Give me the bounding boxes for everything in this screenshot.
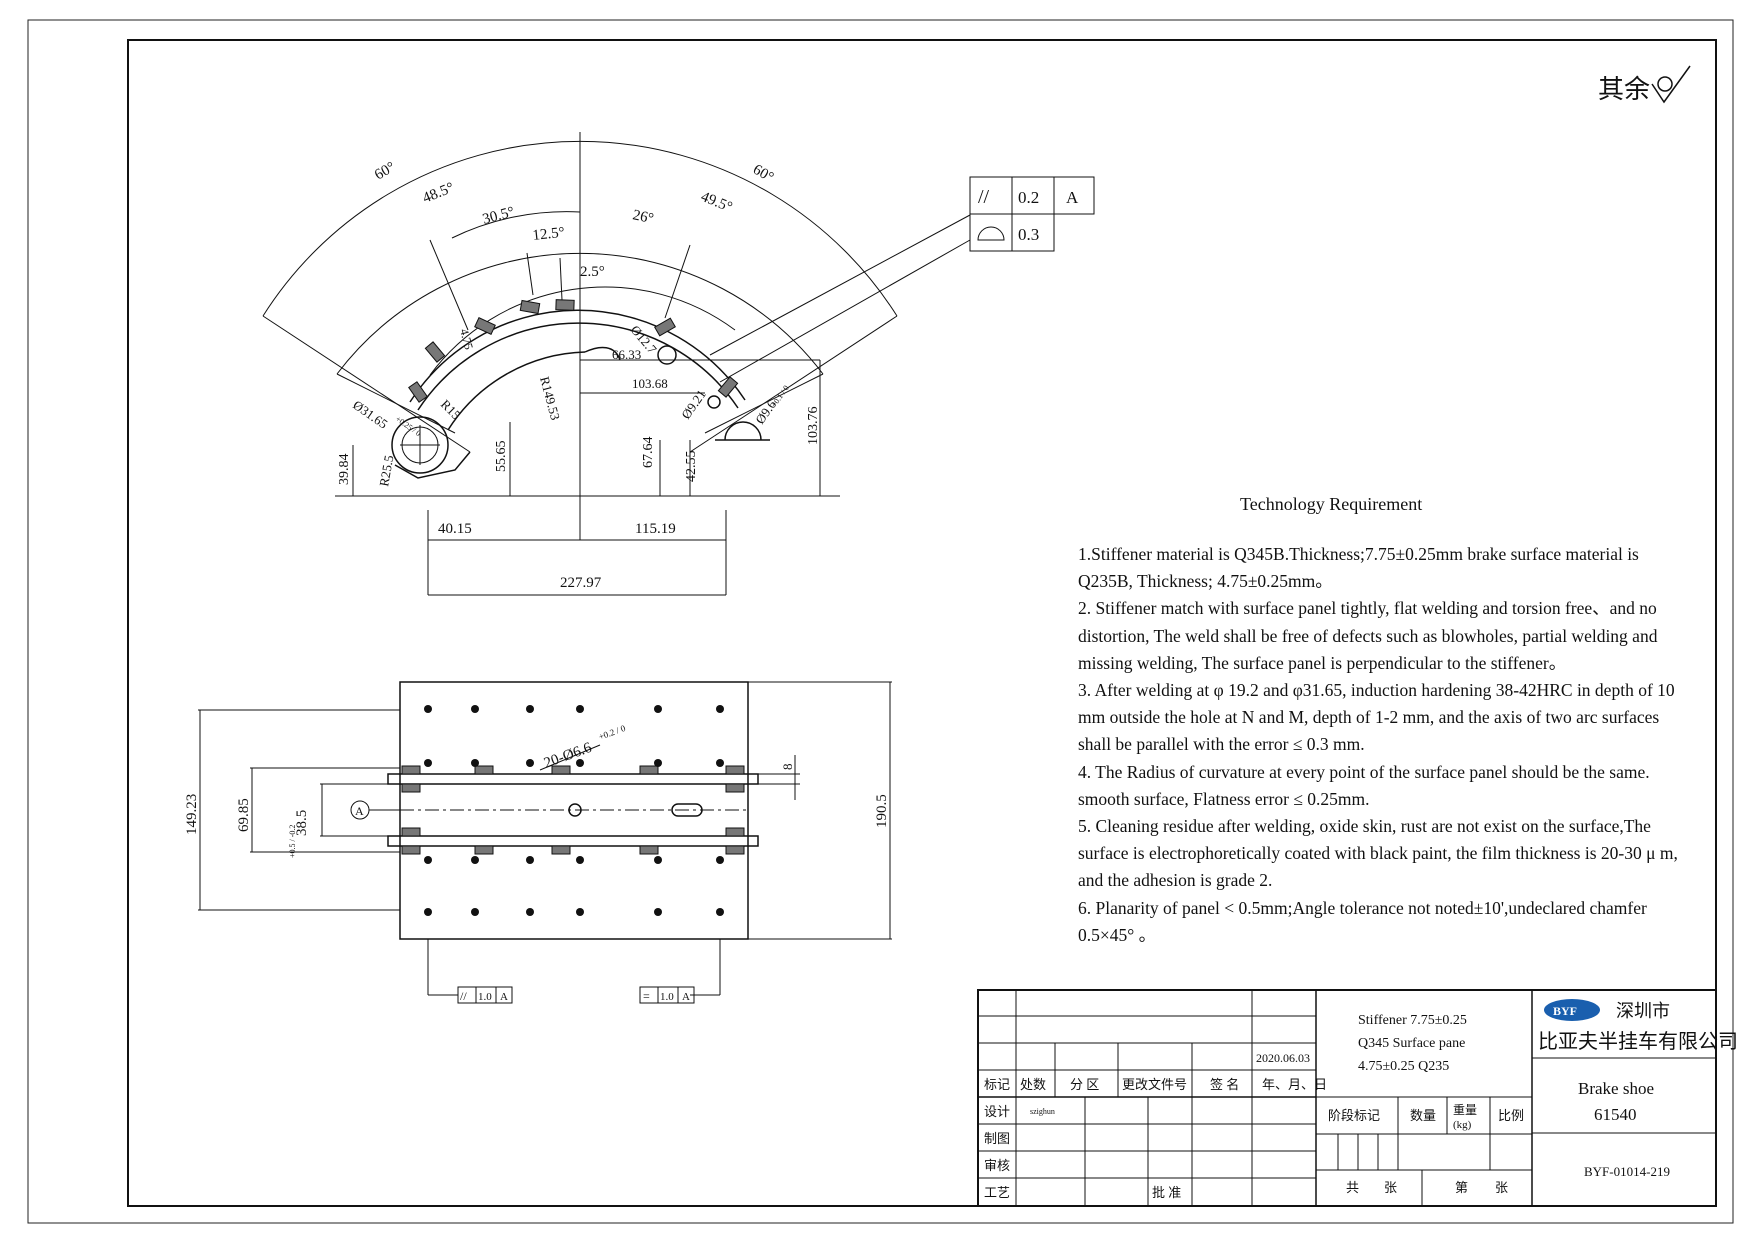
mounting-holes bbox=[424, 705, 724, 916]
svg-text:0.2: 0.2 bbox=[1018, 188, 1039, 207]
svg-text:批 准: 批 准 bbox=[1152, 1185, 1181, 1200]
svg-text:0.3: 0.3 bbox=[1018, 225, 1039, 244]
svg-text:A: A bbox=[682, 991, 690, 1003]
svg-text:4.75: 4.75 bbox=[457, 327, 476, 351]
tech-requirement-list: 1.Stiffener material is Q345B.Thickness;… bbox=[1078, 541, 1678, 949]
svg-text:1.0: 1.0 bbox=[478, 991, 492, 1003]
svg-text:szighun: szighun bbox=[1030, 1107, 1055, 1116]
svg-text:190.5: 190.5 bbox=[874, 794, 890, 828]
svg-text:55.65: 55.65 bbox=[494, 441, 509, 473]
svg-text:12.5°: 12.5° bbox=[532, 225, 566, 244]
svg-text://: // bbox=[978, 186, 990, 208]
svg-text:签 名: 签 名 bbox=[1210, 1077, 1239, 1092]
tech-item: 6. Planarity of panel < 0.5mm;Angle tole… bbox=[1078, 897, 1647, 945]
svg-text:115.19: 115.19 bbox=[635, 521, 676, 537]
tolerance-frame-top: // 0.2 A 0.3 bbox=[969, 176, 1095, 252]
svg-text:标记: 标记 bbox=[984, 1077, 1010, 1092]
svg-text:BYF: BYF bbox=[1553, 1004, 1577, 1018]
tolerance-frame-right: = 1.0 A bbox=[639, 986, 695, 1004]
svg-text:67.64: 67.64 bbox=[641, 437, 656, 469]
svg-text:(kg): (kg) bbox=[1453, 1119, 1472, 1131]
svg-text:共: 共 bbox=[1346, 1180, 1359, 1195]
title-block bbox=[977, 989, 1717, 1207]
tolerance-frame-left: // 1.0 A bbox=[457, 986, 513, 1004]
svg-text:61540: 61540 bbox=[1594, 1105, 1637, 1124]
tech-item: 3. After welding at φ 19.2 and φ31.65, i… bbox=[1078, 680, 1675, 755]
svg-text:+0.1 / 0: +0.1 / 0 bbox=[769, 384, 791, 409]
svg-text:张: 张 bbox=[1495, 1180, 1508, 1195]
svg-text://: // bbox=[460, 989, 467, 1003]
svg-text:处数: 处数 bbox=[1020, 1077, 1046, 1092]
svg-text:60°: 60° bbox=[750, 162, 776, 186]
svg-text:30.5°: 30.5° bbox=[481, 204, 516, 228]
svg-text:R15: R15 bbox=[438, 397, 464, 423]
svg-text:张: 张 bbox=[1384, 1180, 1397, 1195]
bottom-view bbox=[198, 681, 892, 996]
svg-text:227.97: 227.97 bbox=[560, 575, 602, 591]
svg-text:R149.53: R149.53 bbox=[537, 375, 563, 422]
svg-text:Q345 Surface pane: Q345 Surface pane bbox=[1358, 1036, 1465, 1051]
svg-text:比例: 比例 bbox=[1498, 1108, 1524, 1123]
svg-text:8: 8 bbox=[780, 764, 795, 771]
svg-text:其余: 其余 bbox=[1598, 75, 1650, 104]
svg-text:4.75±0.25 Q235: 4.75±0.25 Q235 bbox=[1358, 1059, 1449, 1074]
svg-text:年、月、日: 年、月、日 bbox=[1262, 1077, 1327, 1092]
svg-text:Brake shoe: Brake shoe bbox=[1578, 1079, 1654, 1098]
svg-text:Ø31.65: Ø31.65 bbox=[350, 397, 390, 431]
svg-text:工艺: 工艺 bbox=[984, 1185, 1010, 1200]
svg-text:第: 第 bbox=[1455, 1180, 1468, 1195]
svg-text:Ø9.21: Ø9.21 bbox=[678, 387, 709, 422]
svg-text:60°: 60° bbox=[372, 159, 398, 183]
svg-text:40.15: 40.15 bbox=[438, 521, 472, 537]
roughness-symbol: 其余 bbox=[1598, 65, 1691, 104]
svg-text:设计: 设计 bbox=[984, 1104, 1010, 1119]
bottom-view-labels: 20-Ø6.6 +0.2 / 0 149.23 69.85 38.5 +0.5 … bbox=[184, 723, 890, 858]
tech-item: 1.Stiffener material is Q345B.Thickness;… bbox=[1078, 544, 1639, 592]
svg-text:103.76: 103.76 bbox=[806, 407, 821, 446]
svg-text:2020.06.03: 2020.06.03 bbox=[1256, 1051, 1310, 1065]
svg-text:A: A bbox=[500, 991, 508, 1003]
company-logo: BYF bbox=[1544, 999, 1600, 1021]
svg-text:Stiffener 7.75±0.25: Stiffener 7.75±0.25 bbox=[1358, 1013, 1467, 1028]
svg-text:=: = bbox=[643, 989, 650, 1003]
svg-text:A: A bbox=[355, 804, 364, 818]
svg-text:149.23: 149.23 bbox=[184, 794, 200, 835]
svg-text:1.0: 1.0 bbox=[660, 991, 674, 1003]
tech-item: 5. Cleaning residue after welding, oxide… bbox=[1078, 816, 1678, 891]
outer-border bbox=[27, 19, 1734, 1224]
top-view bbox=[262, 132, 971, 596]
svg-text:38.5: 38.5 bbox=[294, 810, 310, 836]
svg-text:深圳市: 深圳市 bbox=[1616, 1001, 1670, 1021]
svg-text:更改文件号: 更改文件号 bbox=[1122, 1077, 1187, 1092]
tech-item: 2. Stiffener match with surface panel ti… bbox=[1078, 598, 1658, 673]
top-view-labels: 60° 48.5° 30.5° 12.5° 2.5° 26° 49.5° 60°… bbox=[337, 159, 821, 591]
svg-text:+0.2 / 0: +0.2 / 0 bbox=[597, 723, 627, 742]
svg-text:数量: 数量 bbox=[1410, 1108, 1436, 1123]
tech-requirement-title: Technology Requirement bbox=[1240, 494, 1423, 514]
svg-text:69.85: 69.85 bbox=[236, 798, 252, 832]
svg-text:比亚夫半挂车有限公司: 比亚夫半挂车有限公司 bbox=[1538, 1030, 1738, 1053]
svg-text:A: A bbox=[1066, 188, 1079, 207]
title-block-text: 2020.06.03 标记 处数 分 区 更改文件号 签 名 年、月、日 设计 … bbox=[984, 999, 1738, 1200]
svg-text:R25.5: R25.5 bbox=[376, 454, 396, 488]
svg-text:审核: 审核 bbox=[984, 1158, 1010, 1173]
svg-text:48.5°: 48.5° bbox=[421, 180, 457, 207]
svg-text:26°: 26° bbox=[631, 207, 655, 227]
svg-text:BYF-01014-219: BYF-01014-219 bbox=[1584, 1164, 1670, 1179]
svg-text:49.5°: 49.5° bbox=[699, 189, 735, 216]
svg-text:103.68: 103.68 bbox=[632, 376, 668, 391]
tech-item: 4. The Radius of curvature at every poin… bbox=[1078, 761, 1650, 809]
svg-text:制图: 制图 bbox=[984, 1131, 1010, 1146]
svg-text:+0.5 / -0.2: +0.5 / -0.2 bbox=[288, 825, 297, 858]
inner-border bbox=[127, 39, 1717, 1207]
svg-text:66.33: 66.33 bbox=[612, 347, 641, 362]
svg-text:分 区: 分 区 bbox=[1070, 1077, 1099, 1092]
svg-text:39.84: 39.84 bbox=[337, 454, 352, 486]
svg-text:阶段标记: 阶段标记 bbox=[1328, 1108, 1380, 1123]
svg-text:42.55: 42.55 bbox=[684, 451, 699, 483]
svg-text:2.5°: 2.5° bbox=[580, 264, 605, 280]
svg-text:重量: 重量 bbox=[1453, 1103, 1477, 1117]
